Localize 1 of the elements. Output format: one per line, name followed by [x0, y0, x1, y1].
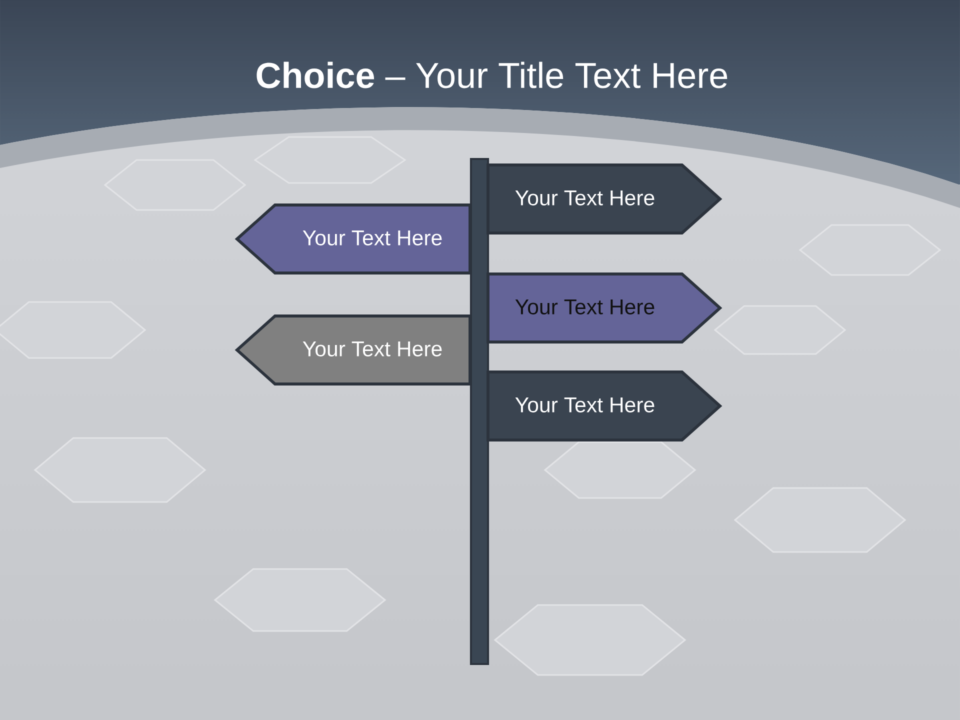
title: Choice – Your Title Text Here — [256, 62, 728, 88]
